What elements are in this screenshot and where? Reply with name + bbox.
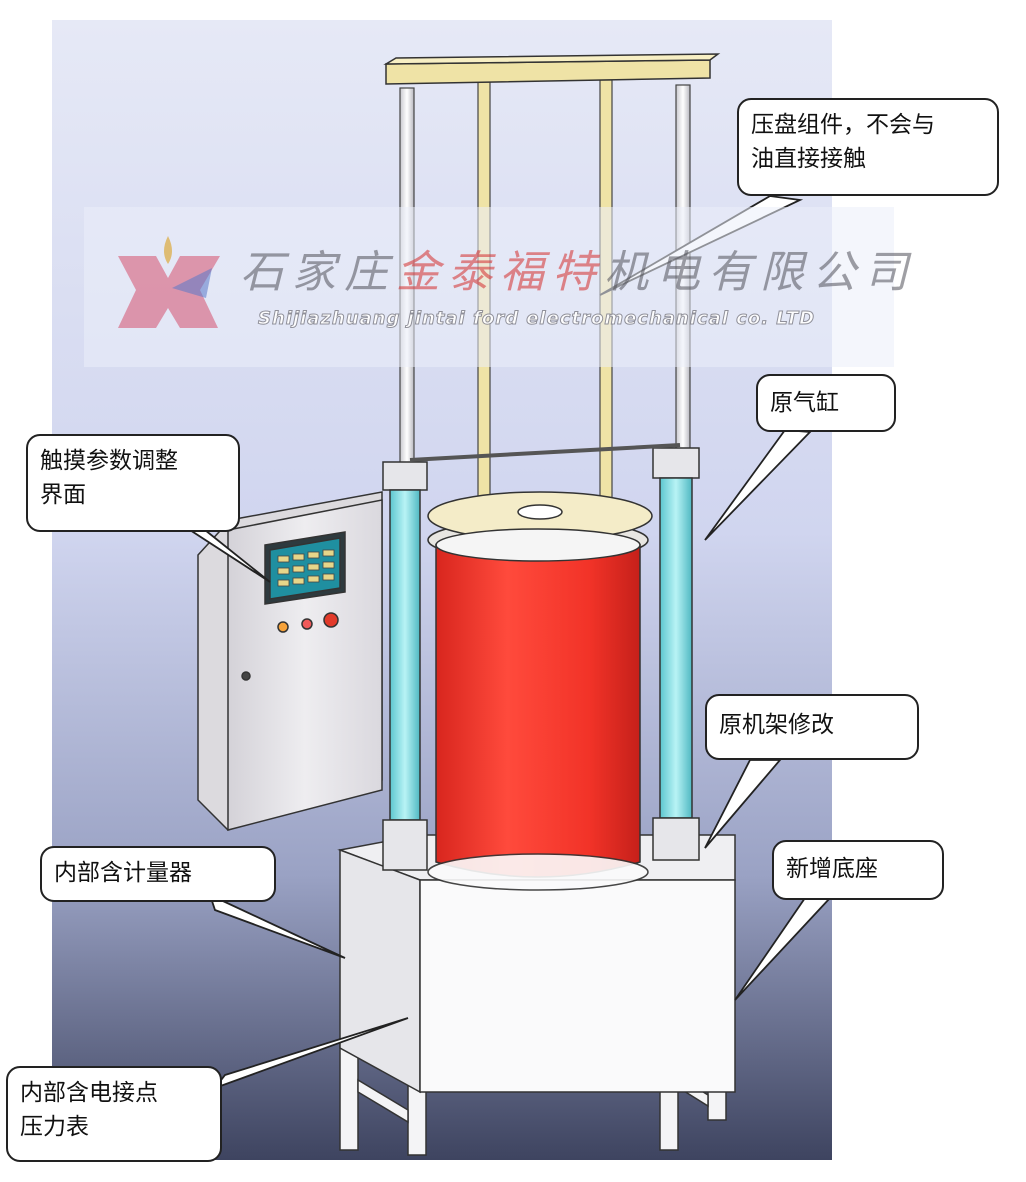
red-tank [427,528,649,891]
callout-press-plate-line2: 油直接接触 [751,146,866,172]
air-cylinders [382,443,700,871]
watermark-company-name: 石家庄金泰福特机电有限公司 [240,236,916,300]
watermark-company-part2: 金泰福特 [396,247,604,298]
watermark-english-name: Shijiazhuang jintai ford electromechanic… [257,308,816,330]
company-logo [118,236,220,328]
control-cabinet [197,491,383,831]
callout-base-line1: 新增底座 [786,856,878,882]
callout-touch-screen-line1: 触摸参数调整 [40,448,178,474]
callout-frame-line1: 原机架修改 [719,712,834,738]
callout-cylinder-line1: 原气缸 [770,390,839,416]
callout-press-plate-line1: 压盘组件，不会与 [751,112,935,138]
callout-touch-screen: 触摸参数调整 界面 [26,434,240,532]
callout-touch-screen-line2: 界面 [40,482,86,508]
top-beam [383,53,721,85]
callout-meter: 内部含计量器 [40,846,276,902]
watermark-company-part1: 石家庄 [240,247,396,298]
callout-gauge: 内部含电接点 压力表 [6,1066,222,1162]
callout-gauge-line2: 压力表 [20,1114,89,1140]
callout-base: 新增底座 [772,840,944,900]
callout-cylinder: 原气缸 [756,374,896,432]
callout-frame: 原机架修改 [705,694,919,760]
callout-press-plate: 压盘组件，不会与 油直接接触 [737,98,999,196]
watermark-band [84,207,894,367]
callout-meter-line1: 内部含计量器 [54,860,192,886]
watermark-company-part3: 机电有限公司 [604,247,916,298]
callout-gauge-line1: 内部含电接点 [20,1080,158,1106]
